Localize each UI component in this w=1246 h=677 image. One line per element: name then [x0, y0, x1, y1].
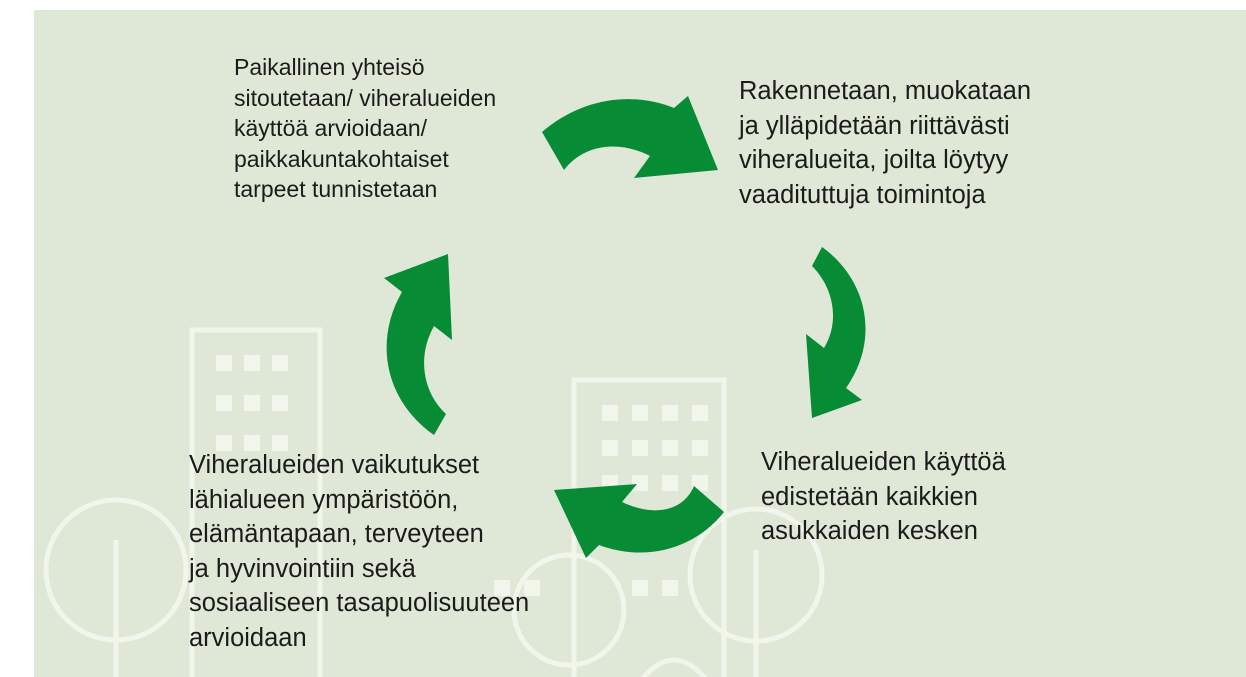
tree-middle-canopy — [511, 552, 627, 668]
cycle-step-evaluate-impacts: Viheralueiden vaikutukset lähialueen ymp… — [189, 451, 530, 652]
cycle-step-promote-use: Viheralueiden käyttöä edistetään kaikkie… — [761, 448, 1006, 545]
building-middle-outline — [571, 377, 727, 677]
cycle-step-build-green-areas: Rakennetaan, muokataan ja ylläpidetään r… — [739, 77, 1032, 209]
diagram-panel: Paikallinen yhteisö sitoutetaan/ viheral… — [34, 10, 1246, 677]
bush-outline — [640, 657, 708, 677]
building-left-outline — [189, 327, 323, 677]
cycle-step-engage-community: Paikallinen yhteisö sitoutetaan/ viheral… — [234, 54, 497, 202]
